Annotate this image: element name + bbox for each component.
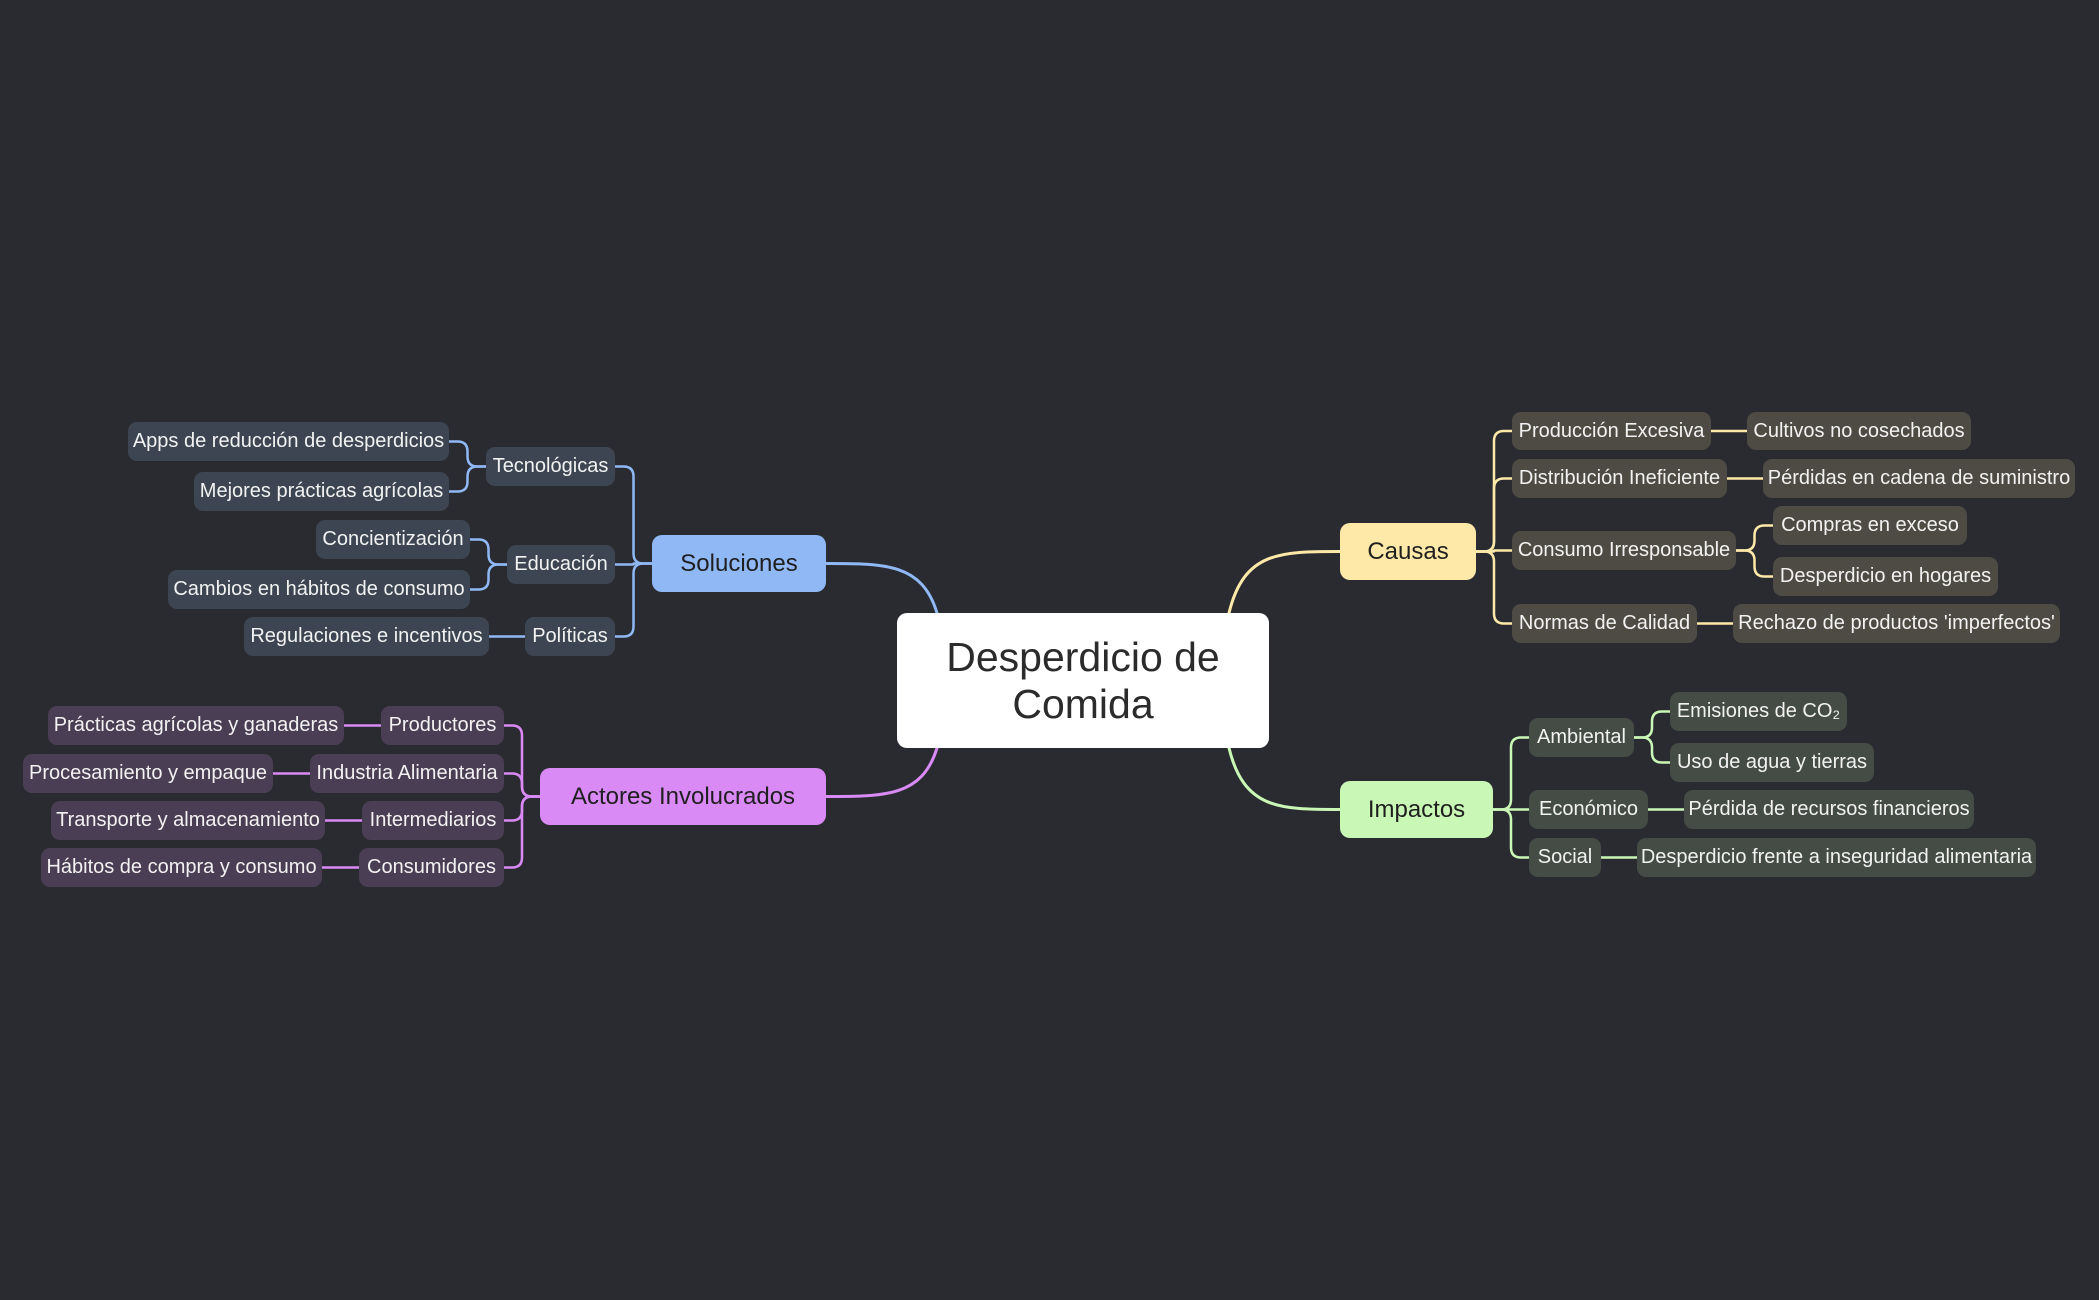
sub-industria-alimentaria[interactable]: Industria Alimentaria: [310, 754, 504, 793]
branch-actores-involucrados[interactable]: Actores Involucrados: [540, 768, 826, 825]
leaf-rechazo-productos-imperfectos[interactable]: Rechazo de productos 'imperfectos': [1733, 604, 2060, 643]
leaf-habitos-compra-consumo[interactable]: Hábitos de compra y consumo: [41, 848, 322, 887]
leaf-transporte-almacenamiento[interactable]: Transporte y almacenamiento: [51, 801, 325, 840]
sub-educacion[interactable]: Educación: [507, 545, 615, 584]
sub-politicas[interactable]: Políticas: [525, 617, 615, 656]
sub-consumidores[interactable]: Consumidores: [359, 848, 504, 887]
branch-impactos[interactable]: Impactos: [1340, 781, 1493, 838]
connector-central-causas: [1227, 550, 1342, 615]
sub-social[interactable]: Social: [1529, 838, 1601, 877]
sub-tecnologicas[interactable]: Tecnológicas: [486, 447, 615, 486]
connector-leaf-apps-reduccion-desperdicios: [447, 440, 488, 468]
leaf-concientizacion[interactable]: Concientización: [316, 520, 470, 559]
connector-sub-consumidores: [502, 795, 542, 869]
leaf-regulaciones-incentivos[interactable]: Regulaciones e incentivos: [244, 617, 489, 656]
connector-sub-tecnologicas: [613, 465, 654, 565]
leaf-perdida-recursos-financieros[interactable]: Pérdida de recursos financieros: [1684, 790, 1974, 829]
sub-normas-de-calidad[interactable]: Normas de Calidad: [1512, 604, 1697, 643]
connector-sub-normas-de-calidad: [1474, 550, 1514, 625]
connector-central-actores: [824, 746, 939, 798]
leaf-cambios-habitos-consumo[interactable]: Cambios en hábitos de consumo: [168, 570, 470, 609]
connector-sub-distribucion-ineficiente: [1474, 477, 1514, 553]
leaf-practicas-agricolas-ganaderas[interactable]: Prácticas agrícolas y ganaderas: [48, 706, 344, 745]
branch-soluciones[interactable]: Soluciones: [652, 535, 826, 592]
sub-ambiental[interactable]: Ambiental: [1529, 718, 1634, 757]
connector-central-soluciones: [824, 562, 939, 615]
sub-consumo-irresponsable[interactable]: Consumo Irresponsable: [1512, 531, 1736, 570]
connector-sub-ambiental: [1491, 736, 1531, 811]
connector-sub-consumo-irresponsable: [1474, 549, 1514, 553]
sub-economico[interactable]: Económico: [1529, 790, 1648, 829]
connector-leaf-mejores-practicas-agricolas: [447, 465, 488, 493]
leaf-procesamiento-empaque[interactable]: Procesamiento y empaque: [23, 754, 273, 793]
leaf-apps-reduccion-desperdicios[interactable]: Apps de reducción de desperdicios: [128, 422, 449, 461]
connector-leaf-cambios-habitos-consumo: [468, 563, 509, 591]
leaf-perdidas-cadena-suministro[interactable]: Pérdidas en cadena de suministro: [1763, 459, 2075, 498]
sub-distribucion-ineficiente[interactable]: Distribución Ineficiente: [1512, 459, 1727, 498]
sub-intermediarios[interactable]: Intermediarios: [362, 801, 504, 840]
connector-leaf-compras-en-exceso: [1734, 524, 1775, 552]
sub-produccion-excesiva[interactable]: Producción Excesiva: [1512, 412, 1711, 450]
connector-sub-social: [1491, 808, 1531, 859]
leaf-emisiones-co2[interactable]: Emisiones de CO₂: [1670, 692, 1847, 731]
leaf-uso-agua-tierras[interactable]: Uso de agua y tierras: [1670, 743, 1874, 782]
leaf-compras-en-exceso[interactable]: Compras en exceso: [1773, 506, 1967, 545]
connector-leaf-emisiones-co2: [1632, 710, 1672, 739]
connector-sub-politicas: [613, 562, 654, 638]
leaf-cultivos-no-cosechados[interactable]: Cultivos no cosechados: [1747, 412, 1971, 450]
sub-productores[interactable]: Productores: [381, 706, 504, 745]
connector-sub-educacion: [613, 562, 654, 566]
connector-leaf-desperdicio-en-hogares: [1734, 549, 1775, 578]
connector-central-impactos: [1227, 746, 1342, 811]
central-topic[interactable]: Desperdicio de Comida: [897, 613, 1269, 748]
connector-leaf-uso-agua-tierras: [1632, 736, 1672, 764]
leaf-desperdicio-en-hogares[interactable]: Desperdicio en hogares: [1773, 557, 1998, 596]
connector-leaf-concientizacion: [468, 538, 509, 566]
branch-causas[interactable]: Causas: [1340, 523, 1476, 580]
leaf-desperdicio-inseguridad-alimentaria[interactable]: Desperdicio frente a inseguridad aliment…: [1637, 838, 2036, 877]
leaf-mejores-practicas-agricolas[interactable]: Mejores prácticas agrícolas: [194, 472, 449, 511]
